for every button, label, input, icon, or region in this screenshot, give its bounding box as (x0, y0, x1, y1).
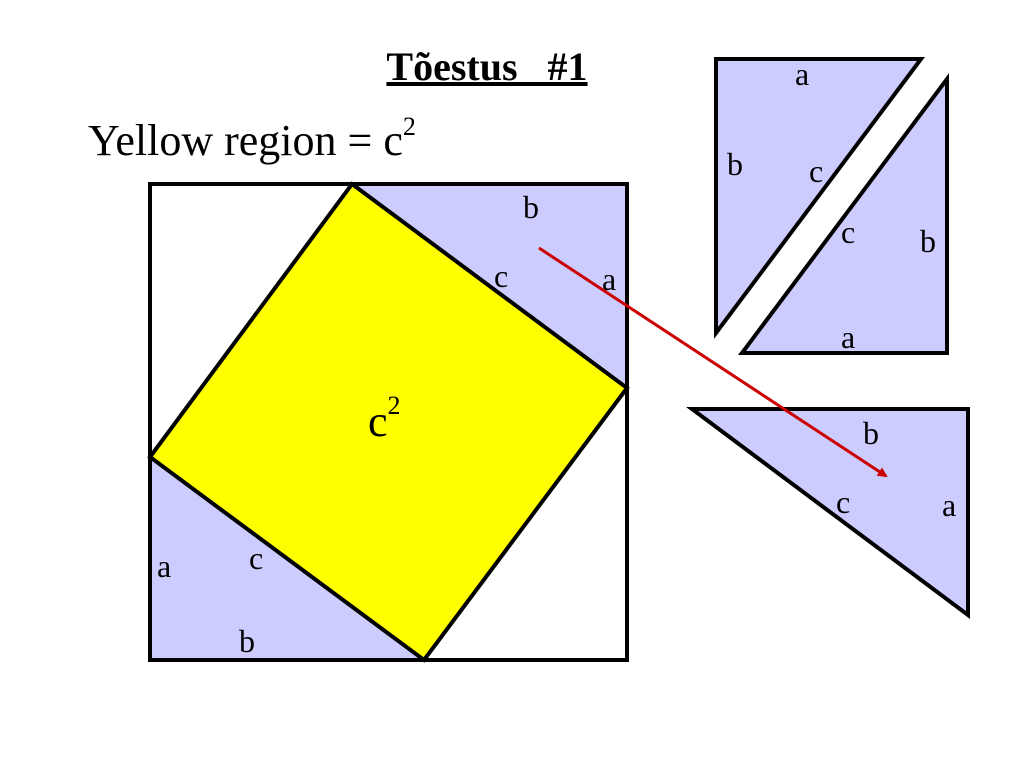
label-b-top: b (523, 189, 539, 225)
label-c-upper-left: c (809, 153, 823, 189)
label-b-bottom: b (239, 623, 255, 659)
center-label: c2 (368, 391, 401, 446)
label-a-upper-left: a (795, 56, 809, 92)
subtitle-exponent: 2 (403, 112, 416, 141)
lower-piece-group: b c a (685, 407, 970, 619)
label-c-bottom: c (249, 540, 263, 576)
label-c-top: c (494, 258, 508, 294)
outer-square (148, 182, 629, 662)
upper-pieces: a b c c b a (714, 56, 949, 355)
label-b-upper-right: b (920, 223, 936, 259)
page-title: Tõestus #1 (386, 44, 587, 89)
label-a-top: a (602, 261, 616, 297)
label-b-upper-left: b (727, 146, 743, 182)
lower-piece (685, 407, 970, 619)
label-b-lower: b (863, 415, 879, 451)
move-arrow (538, 246, 888, 478)
label-c-lower: c (836, 484, 850, 520)
upper-piece-right (738, 72, 949, 355)
subtitle-text: Yellow region = c (88, 116, 403, 165)
label-a-lower: a (942, 487, 956, 523)
label-a-upper-right: a (841, 319, 855, 355)
upper-piece-left (714, 57, 925, 340)
label-a-bottom: a (157, 548, 171, 584)
label-c-upper-right: c (841, 214, 855, 250)
subtitle: Yellow region = c2 (88, 112, 416, 165)
big-square-assembly: b c a a c b c2 (147, 181, 630, 663)
